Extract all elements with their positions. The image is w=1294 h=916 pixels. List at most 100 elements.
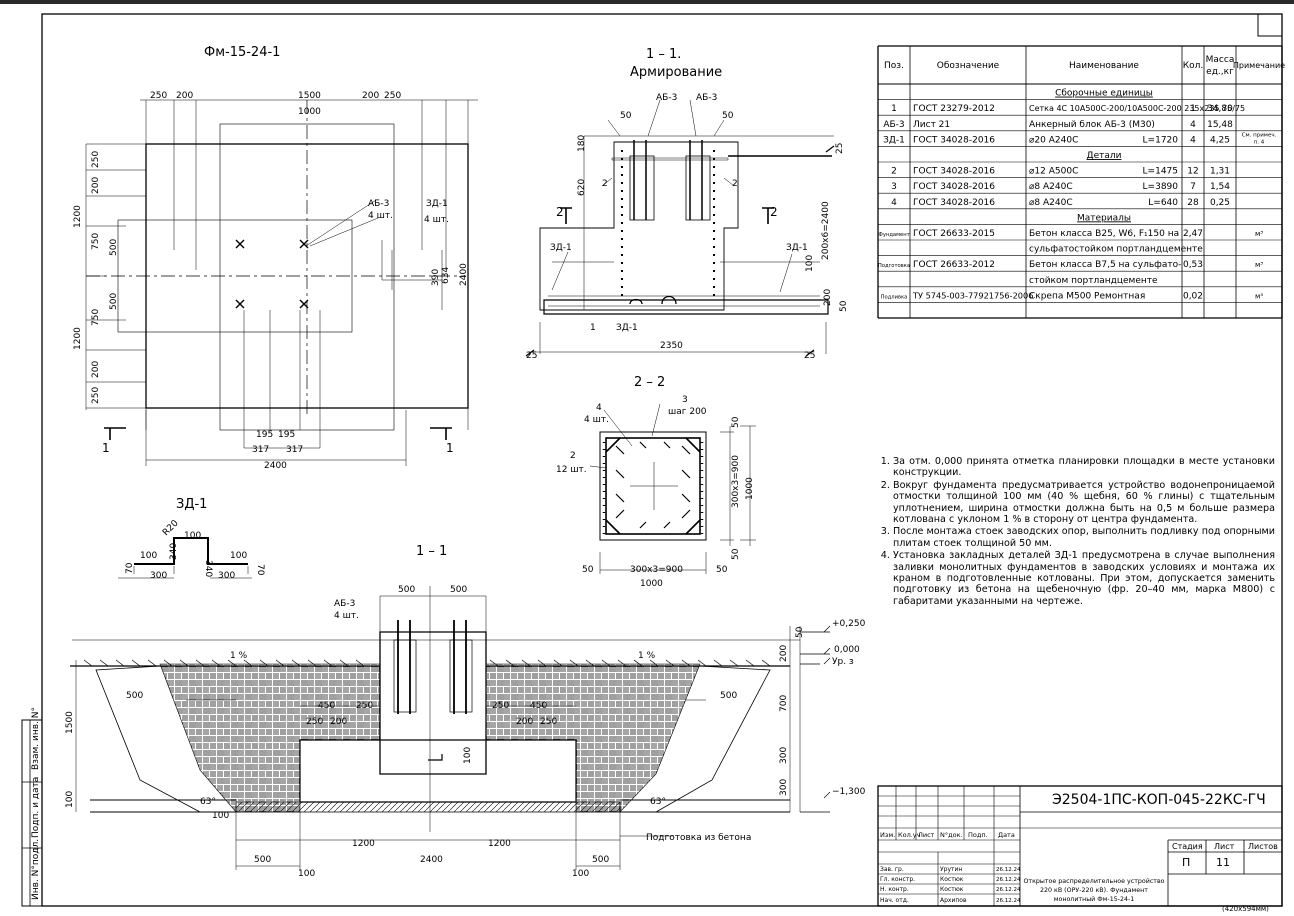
side-stamp: Взам. инв. N° Подп. и дата Инв. N°подл. <box>21 707 43 907</box>
zd-dim: R20 <box>161 518 181 538</box>
main-dim: 63° <box>650 797 666 807</box>
main-dim: 50 <box>795 626 805 638</box>
plan-view <box>85 99 478 466</box>
s22-dim: 50 <box>716 565 728 575</box>
table-qty: 1 <box>1190 104 1196 114</box>
zd-dim: 300 <box>218 571 235 581</box>
stamp-col-header: Лист <box>918 831 935 839</box>
main-dim: 100 <box>463 747 473 764</box>
plan-dim: 1200 <box>73 327 83 350</box>
plan-dimensions: 250 200 1500 200 250 1000 1200 750 500 5… <box>73 91 469 471</box>
plan-dim: 250 <box>91 151 101 168</box>
table-length: L=1475 <box>1143 167 1178 177</box>
main-label-slope: 1 % <box>230 651 248 661</box>
stamp-title-line: Открытое распределительное устройство <box>1023 877 1164 885</box>
table-designation: ГОСТ 34028-2016 <box>913 182 995 192</box>
table-designation: ГОСТ 26633-2012 <box>913 260 995 270</box>
plan-label-zd-qty: 4 шт. <box>424 215 449 225</box>
section-11-subtitle: Армирование <box>630 65 722 80</box>
table-mass: 15,48 <box>1207 120 1233 130</box>
table-mass: 1,31 <box>1210 167 1230 177</box>
section-main-annotations: 500 500 50 +0,250 0,000 Ур. з 200 700 30… <box>65 585 866 879</box>
s11-label: ЗД-1 <box>616 323 638 333</box>
main-dim: 250 <box>356 701 373 711</box>
main-dim: +0,250 <box>832 619 866 629</box>
s11-label: АБ-3 <box>696 93 717 103</box>
main-dim: 500 <box>450 585 467 595</box>
table-note: См. примеч. <box>1242 132 1277 138</box>
table-qty: 4 <box>1190 135 1196 145</box>
main-dim: 1200 <box>352 839 375 849</box>
s11-label: ЗД-1 <box>550 243 572 253</box>
table-header: ед.,кг <box>1206 67 1234 77</box>
s22-dim: 300x3=900 <box>731 455 741 508</box>
s11-dim: 50 <box>620 111 632 121</box>
plan-dim: 250 <box>150 91 167 101</box>
table-name: Бетон класса В7,5 на сульфато- <box>1029 260 1181 270</box>
plan-label-zd: ЗД-1 <box>426 199 448 209</box>
stamp-col-header: Подп. <box>968 831 988 839</box>
plan-dim: 634 <box>441 267 451 284</box>
table-mass: 0,25 <box>1210 198 1230 208</box>
table-designation: ТУ 5745-003-77921756-2006 <box>912 290 1033 300</box>
table-pos: АБ-3 <box>883 120 904 130</box>
main-label-ab: АБ-3 <box>334 599 355 609</box>
s11-label: 1 <box>590 323 596 333</box>
stamp-person: Костюк <box>940 876 964 883</box>
plan-dim: 195 <box>256 430 273 440</box>
plan-label-ab-qty: 4 шт. <box>368 211 393 221</box>
s11-dim: 620 <box>577 179 587 196</box>
stamp-stage: П <box>1182 856 1190 869</box>
main-dim: 500 <box>398 585 415 595</box>
main-dim: 250 <box>540 717 557 727</box>
stamp-title-line: монолитный Фм-15-24-1 <box>1054 895 1135 903</box>
stamp-date: 26.12.24 <box>996 887 1021 893</box>
table-name: Сетка 4С 10А500С-200/10А500С-200 235х235… <box>1029 104 1245 113</box>
table-header: Примечание <box>1233 61 1285 70</box>
plan-dim: 250 <box>384 91 401 101</box>
plan-label-ab: АБ-3 <box>368 199 389 209</box>
s11-dim: 200 <box>823 289 833 306</box>
plan-cut-label: 1 <box>446 441 454 455</box>
table-qty: 12 <box>1187 167 1198 177</box>
plan-dim: 200 <box>91 177 101 194</box>
table-length: L=3890 <box>1143 182 1179 192</box>
table-designation: ГОСТ 34028-2016 <box>913 167 995 177</box>
s11-dim: 25 <box>804 351 815 361</box>
main-dim: 250 <box>306 717 323 727</box>
s11-label: 2 <box>770 205 778 219</box>
stamp-sheet: 11 <box>1216 856 1230 869</box>
main-label-concrete: Подготовка из бетона <box>646 833 751 843</box>
plan-dim: 200 <box>176 91 193 101</box>
table-note: п. 4 <box>1254 139 1265 145</box>
main-dim: 450 <box>318 701 335 711</box>
note-item: После монтажа стоек заводских опор, выпо… <box>893 526 1275 549</box>
table-section-title: Сборочные единицы <box>1055 89 1153 99</box>
stamp-title-line: 220 кВ (ОРУ-220 кВ). Фундамент <box>1040 887 1148 894</box>
stamp-sheets-label: Листов <box>1248 842 1278 851</box>
plan-dim: 2400 <box>264 461 287 471</box>
table-note: м³ <box>1255 292 1263 300</box>
detail-zd1-dims: R20 100 100 70 340 340 100 70 300 300 <box>125 518 265 581</box>
table-name: ⌀20 А240С <box>1029 135 1078 145</box>
stamp-col-header: Кол.уч <box>898 831 921 839</box>
section-22-title: 2 – 2 <box>634 375 665 390</box>
section-22-annotations: 50 300x3=900 1000 50 50 300x3=900 50 100… <box>556 395 755 589</box>
s22-label: 12 шт. <box>556 465 587 475</box>
s22-label: шаг 200 <box>668 407 707 417</box>
table-designation: ГОСТ 34028-2016 <box>913 198 995 208</box>
s22-dim: 300x3=900 <box>630 565 683 575</box>
stamp-col-header: N°док. <box>940 831 963 839</box>
stamp-col-header: Изм. <box>880 831 895 839</box>
table-qty: 2,47 <box>1183 229 1203 239</box>
detail-zd1 <box>118 537 252 579</box>
plan-dim: 250 <box>91 387 101 404</box>
table-note: м³ <box>1255 261 1263 269</box>
table-name: стойком портландцементе <box>1029 276 1158 286</box>
main-dim: 100 <box>298 869 315 879</box>
main-dim: 200 <box>779 645 789 662</box>
plan-dim: 500 <box>109 239 119 256</box>
s11-dim: 180 <box>577 135 587 152</box>
table-header: Масса <box>1206 55 1235 65</box>
